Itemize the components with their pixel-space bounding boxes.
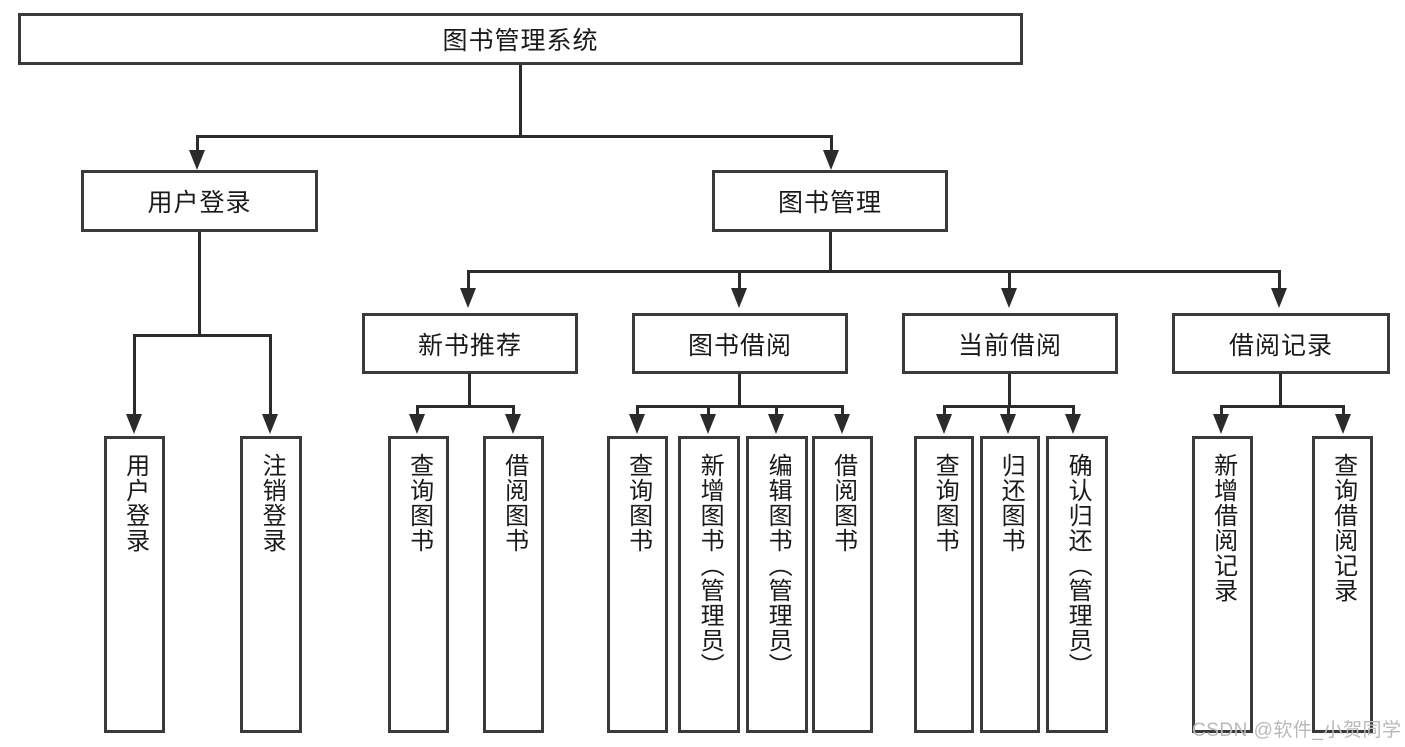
arrow-to-book-mgmt xyxy=(823,150,839,170)
node-new-book-recommend[interactable]: 新书推荐 xyxy=(362,313,578,374)
leaf-label: 新增图书（管理员） xyxy=(696,453,724,678)
arrow-leaf-user-login-2 xyxy=(262,414,278,434)
arrow-leaf-book-borrow-2 xyxy=(700,414,716,434)
edge-book-mgmt-bar xyxy=(467,270,1281,273)
leaf-borrow-book[interactable]: 借阅图书 xyxy=(812,436,873,733)
leaf-label: 查询图书 xyxy=(624,453,652,553)
edge-book-borrow-stem xyxy=(738,374,741,408)
node-label: 图书管理系统 xyxy=(442,27,599,55)
edge-user-login-drop-1 xyxy=(133,334,136,418)
node-root-system[interactable]: 图书管理系统 xyxy=(18,13,1023,65)
node-current-borrow[interactable]: 当前借阅 xyxy=(902,313,1118,374)
leaf-label: 查询图书 xyxy=(405,453,433,553)
leaf-edit-book-admin[interactable]: 编辑图书（管理员） xyxy=(746,436,808,733)
edge-book-borrow-drop-1 xyxy=(636,405,639,418)
leaf-label: 编辑图书（管理员） xyxy=(764,453,792,678)
arrow-to-book-borrow xyxy=(731,288,747,308)
node-label: 借阅记录 xyxy=(1228,331,1333,360)
edge-user-login-bar xyxy=(133,334,272,337)
leaf-borrow-book-recommend[interactable]: 借阅图书 xyxy=(483,436,544,733)
edge-new-book-drop-2 xyxy=(512,405,515,418)
edge-root-to-user-login xyxy=(196,135,199,157)
arrow-leaf-new-book-1 xyxy=(409,414,425,434)
arrow-leaf-current-2 xyxy=(1000,414,1016,434)
node-label: 新书推荐 xyxy=(417,331,522,360)
edge-book-mgmt-drop-1 xyxy=(467,270,470,292)
edge-book-mgmt-drop-2 xyxy=(738,270,741,292)
node-label: 图书借阅 xyxy=(687,331,792,360)
edge-book-borrow-bar xyxy=(636,405,844,408)
arrow-leaf-current-3 xyxy=(1065,414,1081,434)
leaf-query-book-current[interactable]: 查询图书 xyxy=(914,436,974,733)
leaf-logout[interactable]: 注销登录 xyxy=(240,436,302,733)
leaf-add-book-admin[interactable]: 新增图书（管理员） xyxy=(678,436,740,733)
arrow-leaf-book-borrow-3 xyxy=(768,414,784,434)
node-user-login[interactable]: 用户登录 xyxy=(81,170,318,232)
edge-book-mgmt-drop-3 xyxy=(1008,270,1011,292)
edge-new-book-stem xyxy=(468,374,471,408)
arrow-leaf-records-2 xyxy=(1335,414,1351,434)
arrow-to-new-book-rec xyxy=(460,288,476,308)
edge-book-borrow-drop-4 xyxy=(841,405,844,418)
arrow-leaf-book-borrow-1 xyxy=(629,414,645,434)
arrow-leaf-records-1 xyxy=(1213,414,1229,434)
edge-current-borrow-drop-1 xyxy=(943,405,946,418)
node-label: 用户登录 xyxy=(147,189,252,217)
leaf-label: 查询借阅记录 xyxy=(1329,453,1357,603)
arrow-leaf-current-1 xyxy=(936,414,952,434)
leaf-label: 用户登录 xyxy=(121,453,149,553)
arrow-leaf-book-borrow-4 xyxy=(834,414,850,434)
arrow-leaf-user-login-1 xyxy=(126,414,142,434)
leaf-label: 注销登录 xyxy=(258,453,286,553)
arrow-to-current-borrow xyxy=(1001,288,1017,308)
edge-user-login-stem xyxy=(198,232,201,337)
leaf-label: 查询图书 xyxy=(931,453,959,553)
edge-user-login-drop-2 xyxy=(269,334,272,418)
node-label: 当前借阅 xyxy=(957,331,1062,360)
edge-book-borrow-drop-2 xyxy=(707,405,710,418)
leaf-query-book-borrow[interactable]: 查询图书 xyxy=(607,436,668,733)
leaf-return-book[interactable]: 归还图书 xyxy=(980,436,1040,733)
edge-book-mgmt-stem xyxy=(829,232,832,272)
edge-new-book-drop-1 xyxy=(416,405,419,418)
node-book-management[interactable]: 图书管理 xyxy=(712,170,948,232)
leaf-label: 归还图书 xyxy=(997,453,1025,553)
edge-book-mgmt-drop-4 xyxy=(1278,270,1281,292)
node-label: 图书管理 xyxy=(777,189,882,217)
edge-current-borrow-stem xyxy=(1008,374,1011,408)
arrow-to-user-login xyxy=(189,150,205,170)
edge-root-bar xyxy=(196,135,833,138)
arrow-leaf-new-book-2 xyxy=(505,414,521,434)
leaf-query-book-recommend[interactable]: 查询图书 xyxy=(388,436,449,733)
edge-book-borrow-drop-3 xyxy=(775,405,778,418)
leaf-label: 确认归还（管理员） xyxy=(1064,453,1092,678)
edge-records-bar xyxy=(1220,405,1345,408)
leaf-label: 新增借阅记录 xyxy=(1209,453,1237,603)
node-borrow-records[interactable]: 借阅记录 xyxy=(1172,313,1390,374)
edge-records-drop-1 xyxy=(1220,405,1223,418)
edge-root-to-book-mgmt xyxy=(830,135,833,157)
edge-records-drop-2 xyxy=(1342,405,1345,418)
node-book-borrow[interactable]: 图书借阅 xyxy=(632,313,848,374)
edge-current-borrow-drop-3 xyxy=(1072,405,1075,418)
leaf-user-login[interactable]: 用户登录 xyxy=(104,436,165,733)
leaf-add-borrow-record[interactable]: 新增借阅记录 xyxy=(1192,436,1253,733)
leaf-query-borrow-record[interactable]: 查询借阅记录 xyxy=(1312,436,1373,733)
edge-root-stem xyxy=(519,65,522,137)
arrow-to-borrow-records xyxy=(1271,288,1287,308)
watermark: CSDN @软件_小贺同学 xyxy=(1192,720,1402,741)
edge-current-borrow-drop-2 xyxy=(1007,405,1010,418)
leaf-confirm-return-admin[interactable]: 确认归还（管理员） xyxy=(1046,436,1108,733)
edge-records-stem xyxy=(1279,374,1282,408)
edge-new-book-bar xyxy=(416,405,515,408)
leaf-label: 借阅图书 xyxy=(829,453,857,553)
leaf-label: 借阅图书 xyxy=(500,453,528,553)
